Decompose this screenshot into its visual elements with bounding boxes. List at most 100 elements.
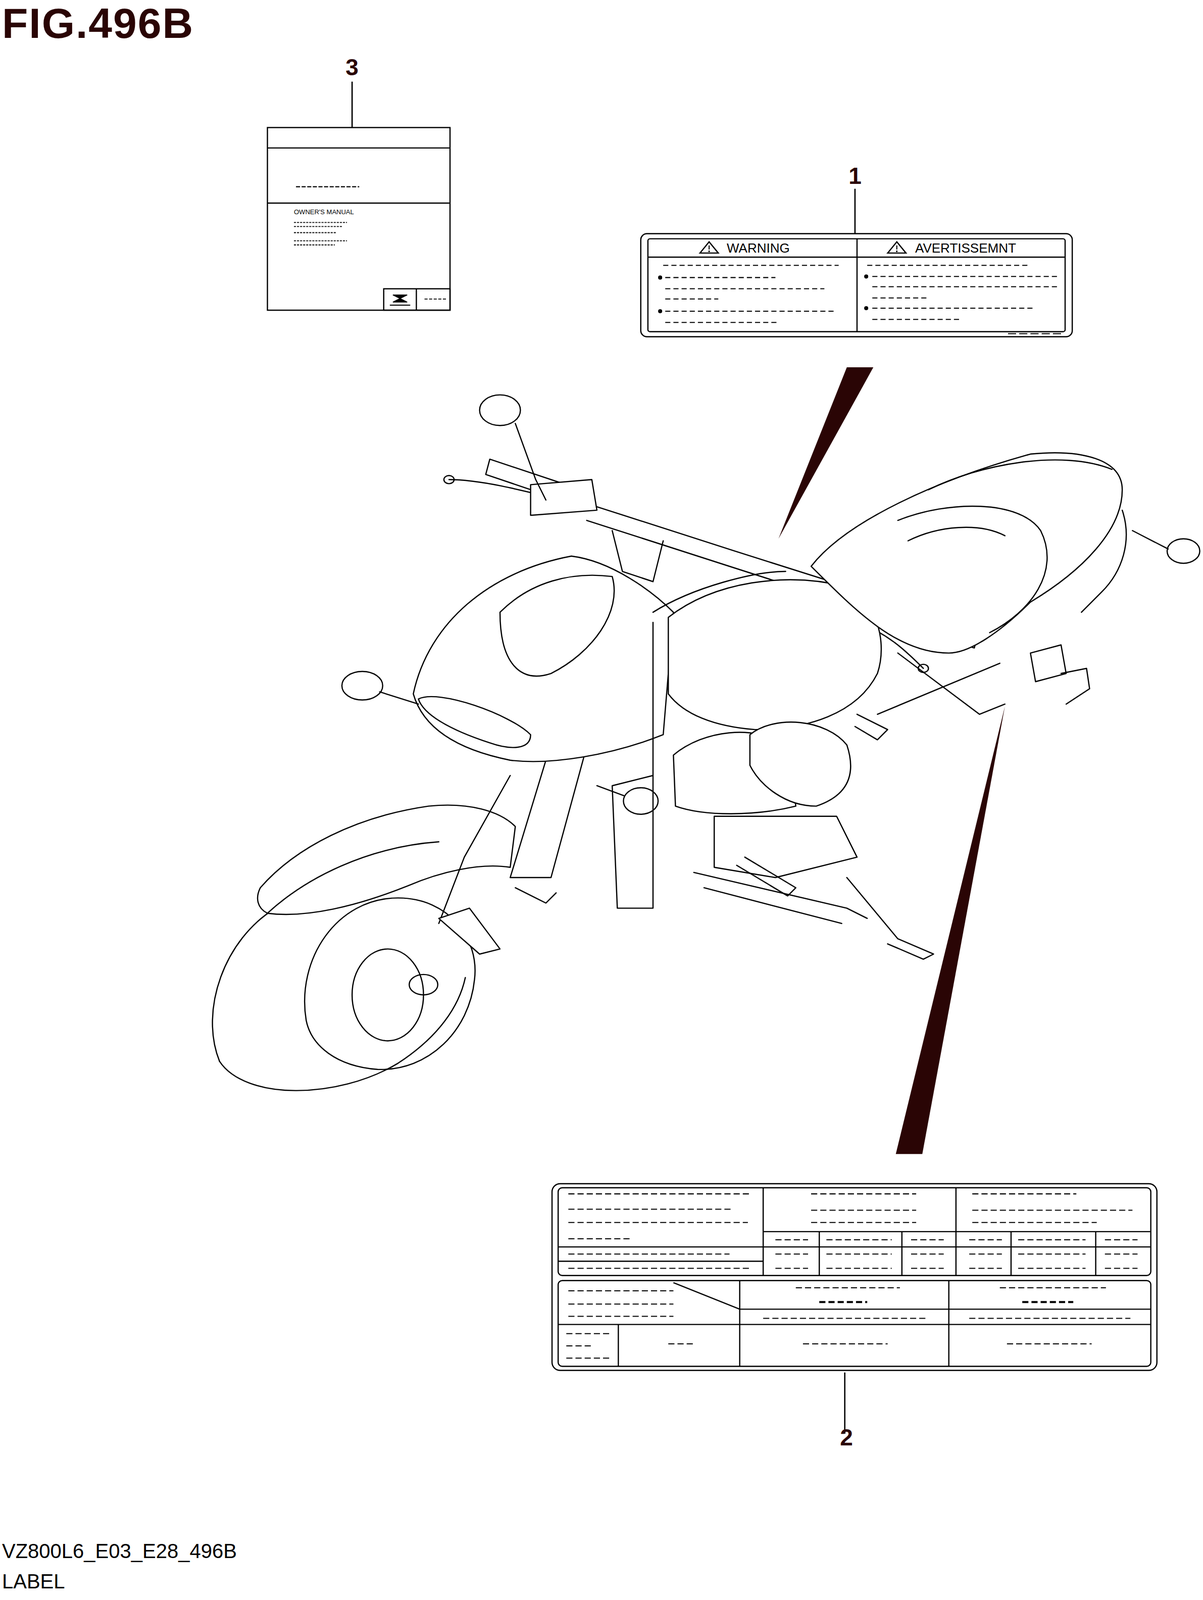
placeholder-dashes [811,1192,917,1194]
placeholder-dashes [972,1221,1097,1223]
motorcycle-drawing [714,816,858,878]
spec-label-outline [558,1187,1151,1276]
warning-label-outline [856,238,858,332]
placeholder-dashes [568,1302,674,1305]
motorcycle-drawing [438,908,500,955]
placeholder-dashes [568,1315,674,1317]
placeholder-dashes [872,275,1058,277]
placeholder-dashes [872,297,928,299]
placeholder-dashes [663,264,839,266]
motorcycle-drawing [379,691,419,704]
placeholder-dashes [969,1267,1002,1269]
placeholder-dashes [1018,1267,1086,1269]
placeholder-dashes [293,221,347,223]
placeholder-dashes [775,1252,809,1255]
placeholder-dashes [795,1286,900,1288]
spec-label-outline [763,1230,1151,1232]
motorcycle-drawing [212,394,1200,1091]
placeholder-dashes [911,1252,944,1255]
warning-label-outline [708,245,710,250]
motorcycle-drawing [515,887,557,903]
placeholder-dashes [668,1342,696,1344]
placeholder-dashes [1105,1267,1138,1269]
placeholder-dashes [911,1267,944,1269]
callout-number: 2 [839,1425,854,1449]
pointer-wedge [895,706,1006,1155]
placeholder-dashes [665,298,719,300]
placeholder-dashes [763,1317,927,1319]
placeholder-dashes [864,306,868,310]
leader-line [854,188,857,234]
placeholder-dashes [811,1209,917,1211]
drawing-code: VZ800L6_E03_E28_496B [2,1540,237,1561]
motorcycle-drawing [1061,668,1090,705]
manual-title: OWNER'S MANUAL [293,208,355,216]
motorcycle-drawing [652,622,654,776]
motorcycle-drawing [897,506,1048,633]
placeholder-dashes [293,244,335,246]
placeholder-dashes [872,307,1033,309]
placeholder-dashes [811,1221,917,1223]
placeholder-dashes [1008,332,1062,334]
placeholder-dashes [665,276,776,278]
motorcycle-drawing [855,714,888,740]
placeholder-dashes [969,1238,1002,1240]
motorcycle-drawing [693,872,868,919]
motorcycle-drawing [413,556,674,762]
motorcycle-drawing [438,775,511,924]
leader-line [843,1372,846,1434]
placeholder-dashes [566,1344,592,1346]
warning-heading: AVERTISSEMNT [915,241,1017,255]
spec-label-outline [1094,1231,1096,1276]
owners-manual-outline [267,202,451,204]
warning-label-outline [896,245,898,250]
placeholder-dashes [568,1267,750,1269]
motorcycle-drawing [918,664,929,673]
placeholder-dashes [867,264,1028,266]
placeholder-dashes [293,225,342,227]
motorcycle-drawing [267,841,439,913]
placeholder-dashes [972,1192,1077,1194]
placeholder-dashes [775,1267,809,1269]
placeholder-dashes [969,1317,1131,1319]
motorcycle-drawing [212,908,276,1062]
pointer-wedge [778,367,874,539]
motorcycle-drawing [1132,530,1169,549]
placeholder-dashes [819,1300,868,1303]
spec-label-outline [1010,1231,1012,1276]
placeholder-dashes [663,265,1062,334]
placeholder-dashes [568,1289,674,1291]
warning-label-outline [699,241,719,254]
motorcycle-drawing [846,877,934,960]
motorcycle-drawing [418,696,531,748]
motorcycle-drawing [479,394,521,426]
placeholder-dashes [665,288,825,290]
owners-manual-outline [383,288,450,311]
placeholder-dashes [999,1286,1107,1288]
motorcycle-drawing [908,527,1006,541]
spec-label-outline [617,1324,619,1367]
warning-label-outline [640,233,1073,337]
spec-label-outline [673,1282,740,1310]
placeholder-dashes [872,318,963,320]
spec-label-outline [738,1280,740,1367]
motorcycle-drawing [530,479,597,516]
spec-label-outline [558,1245,1151,1247]
motorcycle-drawing [352,948,424,1041]
placeholder-dashes [1022,1300,1074,1303]
motorcycle-drawing [928,459,1113,490]
owners-manual-outline [415,288,417,311]
owners-manual: OWNER'S MANUAL [267,127,450,311]
spec-label-outline [739,1308,1151,1310]
owners-manual-outline [389,304,411,306]
warning-heading: WARNING [726,241,790,255]
placeholder-dashes [568,1221,748,1223]
placeholder-dashes [864,274,868,278]
spec-label-outline [948,1280,950,1367]
owners-manual-outline [392,294,408,303]
placeholder-dashes [566,1193,1138,1358]
motorcycle-drawing [736,857,796,896]
placeholder-dashes [658,265,1062,334]
placeholder-dashes [1018,1252,1086,1255]
